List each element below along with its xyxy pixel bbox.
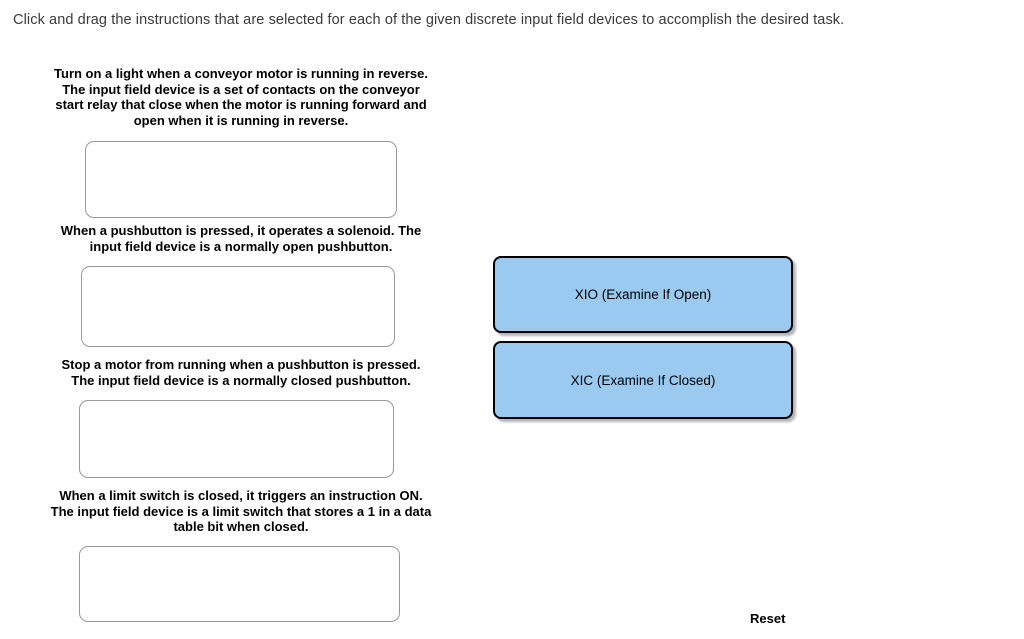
question-2-prompt: When a pushbutton is pressed, it operate… [60,223,422,254]
question-4-prompt: When a limit switch is closed, it trigge… [50,488,432,535]
draggable-xic-examine-if-closed[interactable]: XIC (Examine If Closed) [493,341,793,419]
question-1-drop-zone[interactable] [85,141,397,218]
reset-button[interactable]: Reset [750,611,786,626]
question-1-prompt: Turn on a light when a conveyor motor is… [54,66,428,128]
question-2-drop-zone[interactable] [81,266,395,347]
question-3-prompt: Stop a motor from running when a pushbut… [61,357,421,388]
draggable-xio-examine-if-open[interactable]: XIO (Examine If Open) [493,256,793,333]
exercise-instructions: Click and drag the instructions that are… [13,12,845,28]
question-3-drop-zone[interactable] [79,400,394,478]
question-4-drop-zone[interactable] [79,546,400,622]
